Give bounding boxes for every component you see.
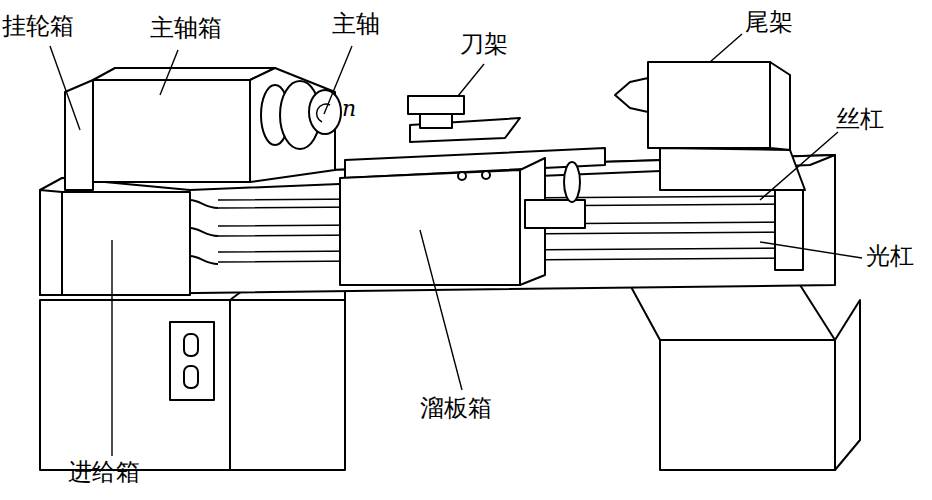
part-label: 主轴 bbox=[332, 10, 380, 39]
headstock bbox=[93, 80, 250, 182]
leader-line bbox=[160, 50, 178, 95]
part-label: 光杠 bbox=[866, 242, 914, 271]
switch bbox=[184, 334, 198, 356]
right-pedestal bbox=[660, 340, 835, 470]
rod-bracket bbox=[775, 190, 803, 270]
switch bbox=[184, 366, 198, 388]
feed-box-side bbox=[40, 190, 62, 295]
switch-panel bbox=[170, 322, 214, 400]
leader-line bbox=[458, 64, 484, 96]
tailstock-base bbox=[660, 148, 805, 190]
tool-post-base bbox=[420, 114, 452, 128]
left-pedestal bbox=[40, 300, 230, 470]
leader-line bbox=[50, 46, 80, 130]
headstock-top bbox=[93, 68, 275, 80]
leader-line bbox=[111, 240, 112, 456]
rotation-arrow bbox=[317, 104, 330, 122]
pedestal-side bbox=[230, 300, 345, 470]
part-label: 主轴箱 bbox=[150, 14, 222, 43]
part-label: 溜板箱 bbox=[420, 394, 492, 423]
bellows bbox=[190, 200, 218, 264]
speed-symbol: n bbox=[342, 96, 356, 122]
change-gear-box bbox=[65, 80, 93, 190]
leader-line bbox=[710, 34, 742, 62]
pedestal-side bbox=[835, 300, 860, 470]
tailstock-center bbox=[615, 78, 648, 112]
part-label: 进给箱 bbox=[68, 458, 140, 487]
leader-line bbox=[760, 242, 862, 258]
tailstock bbox=[648, 62, 770, 148]
part-label: 挂轮箱 bbox=[2, 12, 74, 41]
part-label: 丝杠 bbox=[836, 105, 884, 134]
leader-line bbox=[760, 132, 838, 200]
lever bbox=[564, 162, 580, 202]
handle-block bbox=[525, 200, 585, 228]
tailstock-side bbox=[770, 62, 790, 150]
leader-line bbox=[420, 230, 462, 390]
part-label: 刀架 bbox=[460, 30, 508, 59]
part-label: 尾架 bbox=[745, 8, 793, 37]
feed-box bbox=[62, 192, 190, 295]
pedestal-link bbox=[630, 285, 835, 340]
knob bbox=[482, 171, 490, 179]
tool-post bbox=[408, 96, 464, 114]
knob bbox=[458, 172, 466, 180]
